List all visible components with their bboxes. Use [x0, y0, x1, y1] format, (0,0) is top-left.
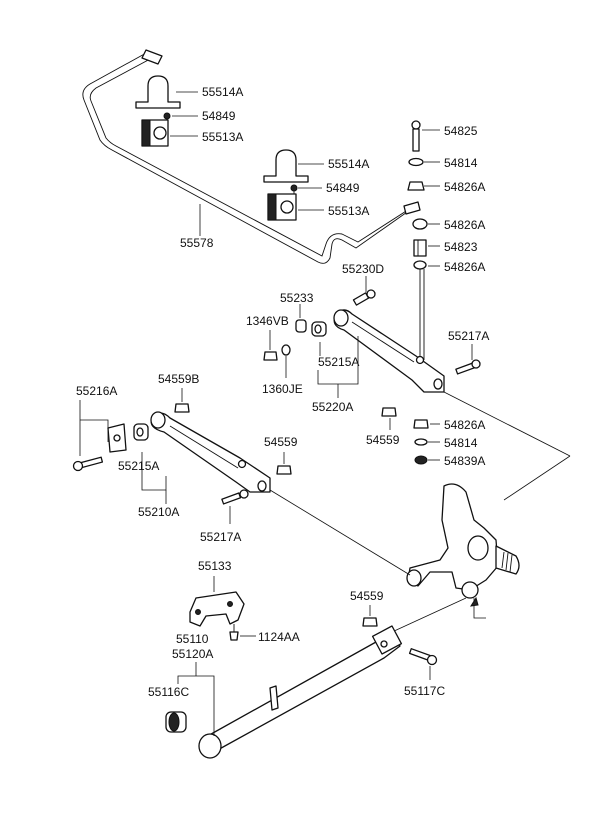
bushing-55513a-upper	[141, 119, 169, 147]
part-label-1346vb: 1346VB	[246, 314, 289, 328]
part-label-55220a: 55220A	[312, 400, 353, 414]
part-label-55578: 55578	[180, 236, 214, 250]
part-label-54826a-2: 54826A	[444, 218, 485, 232]
part-label-54849-lower: 54849	[326, 181, 360, 195]
lower-control-arm	[150, 411, 271, 493]
part-label-55514a-upper: 55514A	[202, 85, 243, 99]
part-label-55217a-lower: 55217A	[200, 530, 241, 544]
washer-54814-upper	[408, 157, 424, 167]
nut-54559b	[174, 403, 190, 413]
upper-control-arm	[333, 309, 445, 393]
nut-1346vb	[263, 351, 278, 361]
part-label-54814-lower: 54814	[444, 436, 478, 450]
washer-54814-lower	[414, 438, 428, 446]
part-label-54814-upper: 54814	[444, 156, 478, 170]
nut-54826a-2	[412, 218, 428, 230]
part-label-55116c: 55116C	[148, 685, 189, 699]
bracket-55216a	[107, 423, 127, 453]
part-label-55217a-upper: 55217A	[448, 329, 489, 343]
reference-callout	[470, 596, 486, 619]
part-label-54559-trailing: 54559	[350, 589, 384, 603]
nut-54559-trailing	[362, 617, 378, 627]
bolt-55217a-lower	[221, 489, 249, 505]
bushing-55215a-lower	[133, 423, 149, 441]
part-label-54559b: 54559B	[158, 372, 199, 386]
nut-54826a-1	[407, 181, 425, 191]
part-label-54839a: 54839A	[444, 454, 485, 468]
part-label-55216a: 55216A	[76, 384, 117, 398]
nut-54826a-4	[413, 419, 429, 429]
part-label-55210a: 55210A	[138, 505, 179, 519]
bushing-55233	[295, 319, 307, 333]
part-label-55215a-lower: 55215A	[118, 459, 159, 473]
part-label-54825: 54825	[444, 124, 478, 138]
bolt-55216a	[72, 456, 104, 472]
part-label-54559-upper: 54559	[366, 433, 400, 447]
part-label-55513a-lower: 55513A	[328, 204, 369, 218]
nut-54559-lower	[276, 465, 292, 475]
part-label-1360je: 1360JE	[262, 382, 303, 396]
part-label-55117c: 55117C	[404, 684, 445, 698]
part-label-55230d: 55230D	[342, 262, 384, 276]
nut-54826a-3	[413, 260, 427, 360]
sleeve-54823	[413, 239, 427, 257]
part-label-54823: 54823	[444, 240, 478, 254]
bolt-54825	[411, 120, 421, 152]
part-label-54559-lower: 54559	[264, 435, 298, 449]
bushing-55513a-lower	[267, 193, 297, 221]
bracket-55514a-upper	[135, 75, 181, 109]
bushing-55116c	[165, 711, 187, 733]
part-label-54826a-3: 54826A	[444, 260, 485, 274]
bracket-55514a-lower	[263, 149, 309, 183]
part-label-55514a-lower: 55514A	[328, 157, 369, 171]
stabilizer-bar	[82, 49, 421, 264]
nut-54839a	[414, 455, 428, 465]
part-label-54849-upper: 54849	[202, 109, 236, 123]
part-label-55215a-upper: 55215A	[318, 355, 359, 369]
washer-1360je	[281, 344, 291, 356]
part-label-55133: 55133	[198, 559, 232, 573]
bolt-55117c	[408, 648, 438, 666]
part-label-55513a-upper: 55513A	[202, 130, 243, 144]
trailing-arm	[198, 625, 403, 759]
part-label-1124aa: 1124AA	[258, 630, 300, 644]
bushing-55215a-upper	[311, 321, 327, 337]
knuckle-assembly	[406, 483, 520, 599]
part-label-55233: 55233	[280, 291, 314, 305]
bracket-55133	[189, 591, 245, 627]
part-label-54826a-1: 54826A	[444, 180, 485, 194]
nut-54559-upper	[381, 407, 397, 417]
part-label-55110: 55110	[176, 632, 209, 646]
bolt-55230d	[352, 289, 376, 306]
part-label-55120a: 55120A	[172, 647, 213, 661]
bolt-55217a-upper	[455, 359, 481, 375]
part-label-54826a-4: 54826A	[444, 418, 485, 432]
bolt-1124aa	[229, 624, 239, 641]
